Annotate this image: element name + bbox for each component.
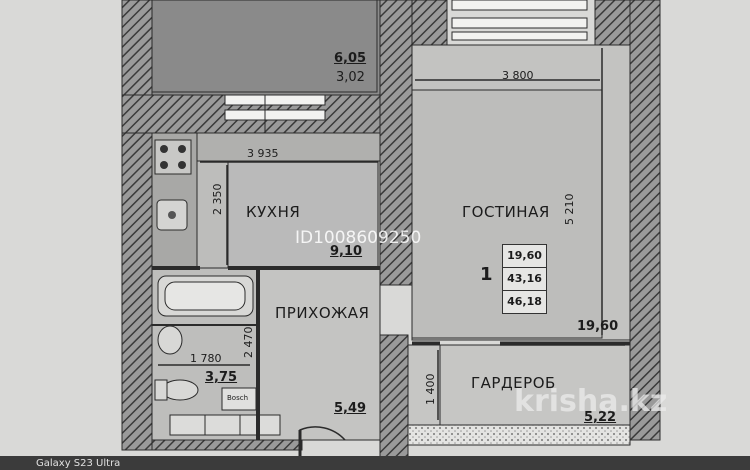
- dim-bath-height: 2 470: [242, 326, 255, 359]
- camera-watermark: Galaxy S23 Ultra: [36, 458, 121, 469]
- wardrobe-room: [407, 344, 631, 426]
- window-balcony: [224, 94, 326, 133]
- dim-kitchen-width: 3 935: [247, 147, 279, 160]
- site-watermark: krisha.kz: [514, 384, 668, 419]
- bath-sink: [157, 325, 183, 355]
- total-area-value: 43,16: [503, 268, 546, 291]
- wall-top-right: [411, 0, 448, 46]
- kitchen-name: КУХНЯ: [246, 203, 301, 221]
- photo-bottom-edge: [0, 456, 750, 470]
- kitchen-counter-top: [196, 132, 381, 162]
- living-area-label: 19,60: [577, 319, 619, 334]
- wall-left: [121, 0, 153, 451]
- kitchen-inner: [227, 160, 379, 269]
- washer-brand: Bosch: [227, 394, 249, 402]
- total-area-with-balcony-value: 46,18: [507, 295, 542, 308]
- wall-right: [629, 0, 661, 441]
- entrance-door: [299, 426, 346, 470]
- wall-center: [379, 0, 413, 286]
- window-top: [451, 0, 588, 41]
- dim-living-width: 3 800: [502, 69, 534, 82]
- stove: [154, 139, 192, 175]
- bath-area: 3,75: [205, 370, 238, 385]
- wall-center-lower: [379, 334, 409, 470]
- dim-bath-width: 1 780: [190, 352, 222, 365]
- wardrobe-area: 5,22: [584, 410, 617, 425]
- wardrobe-name: ГАРДЕРОБ: [471, 374, 556, 392]
- area-summary-box: 19,60 43,16 46,18: [502, 244, 547, 314]
- dim-living-height: 5 210: [563, 193, 576, 226]
- listing-id-watermark: ID1008609250: [295, 228, 422, 248]
- hall-name: ПРИХОЖАЯ: [275, 304, 370, 322]
- living-name: ГОСТИНАЯ: [462, 203, 550, 221]
- living-area-value: 19,60: [503, 245, 546, 268]
- bath-cabinets: [169, 414, 281, 436]
- hall-area: 5,49: [334, 401, 367, 416]
- balcony-inner: [151, 0, 378, 93]
- wall-bottom-left: [151, 439, 303, 451]
- kitchen-area: 9,10: [330, 244, 363, 259]
- bottom-terrace: [407, 424, 631, 446]
- balcony-area: 6,05: [334, 51, 367, 66]
- balcony-area2: 3,02: [336, 70, 365, 85]
- rooms-count: 1: [480, 264, 493, 285]
- dim-wardrobe-height: 1 400: [424, 373, 437, 406]
- dim-kitchen-height: 2 350: [211, 183, 224, 216]
